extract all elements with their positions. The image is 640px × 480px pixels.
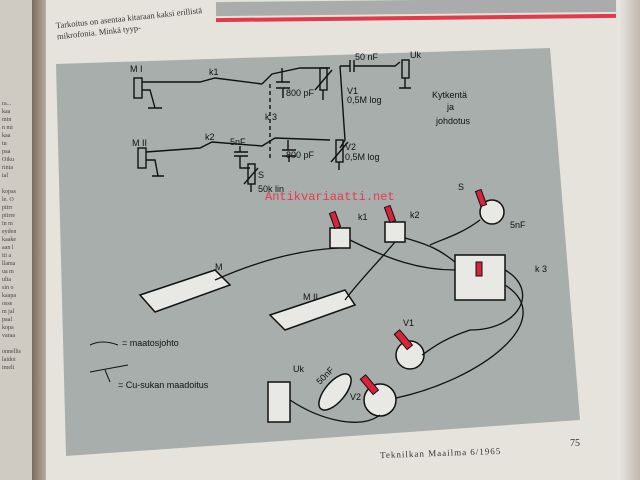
label-800pf-2: 800 pF: [286, 150, 315, 160]
pot-v1: [395, 340, 425, 370]
legend-ground-wire: = maatosjohto: [122, 338, 179, 348]
book-binding: [32, 0, 46, 480]
wiring-label-uk: Uk: [293, 364, 304, 374]
wiring-label-m2: M II: [303, 292, 318, 302]
pickup-m: [138, 269, 232, 313]
left-page-line: kopas: [2, 189, 16, 195]
left-page-line: in m: [2, 221, 13, 227]
left-page-line: Oiku: [2, 157, 14, 163]
left-page-line: m jal: [2, 309, 15, 315]
title-line-1: Kytkentä: [432, 90, 467, 100]
switch-k1: [329, 227, 351, 249]
wiring-label-m: M: [215, 262, 223, 272]
title-line-3: johdotus: [435, 116, 471, 126]
left-page-line: ua m: [2, 269, 14, 275]
left-page-line: aan l: [2, 245, 14, 251]
label-uk: Uk: [410, 50, 421, 60]
label-v2-value: 0,5M log: [345, 152, 380, 162]
label-s: S: [258, 170, 264, 180]
left-page-line: kopa: [2, 325, 14, 331]
label-k3: k 3: [265, 112, 277, 122]
jack-uk: [267, 381, 291, 423]
left-page-line: kaake: [2, 237, 16, 243]
legend-cu-ground-symbol: [89, 364, 129, 383]
wiring-label-k3: k 3: [535, 264, 547, 274]
wiring-label-v1: V1: [403, 318, 414, 328]
left-page-line: tal: [2, 173, 8, 179]
left-page-line: ulta: [2, 277, 11, 283]
capacitor-50nf: [318, 373, 352, 411]
page-edge: [618, 0, 640, 480]
pickup-m1-symbol: [133, 77, 143, 99]
left-page-line: tu: [2, 141, 7, 147]
label-m1: M I: [130, 64, 143, 74]
left-page-line: kaa: [2, 109, 11, 115]
pot-s: [479, 199, 505, 225]
left-page-line: varaa: [2, 333, 15, 339]
left-page-line: osse: [2, 301, 13, 307]
left-page-line: kaa: [2, 133, 11, 139]
left-page-line: tti a: [2, 253, 12, 259]
title-line-2: ja: [446, 102, 454, 112]
switch-k2: [384, 221, 406, 243]
wiring-label-k2: k2: [410, 210, 420, 220]
left-page-line: le. O: [2, 197, 14, 203]
left-page-line: eyden: [2, 229, 17, 235]
wiring-components: [138, 199, 506, 423]
left-page-line: paa: [2, 149, 11, 155]
pickup-m2-symbol: [137, 147, 147, 169]
label-m2: M II: [132, 138, 147, 148]
label-5nf: 5nF: [230, 137, 246, 147]
label-800pf-1: 800 pF: [286, 88, 315, 98]
legend-cu-ground: = Cu-sukan maadoitus: [118, 380, 209, 390]
schematic-labels: M I M II k1 k2 k 3 50 nF Uk 800 pF 800 p…: [130, 50, 471, 194]
left-page-line: onnellis: [2, 349, 21, 355]
knobs: [328, 188, 488, 396]
left-page-line: piirr: [2, 205, 13, 211]
wiring-label-5nf: 5nF: [510, 220, 526, 230]
legend-ground-wire-symbol: [89, 341, 119, 346]
watermark: Antikvariaatti.net: [265, 190, 395, 204]
left-page-line: piirre: [2, 213, 15, 219]
label-50nf: 50 nF: [355, 52, 379, 62]
left-page-line: kaapa: [2, 293, 16, 299]
label-v1: V1: [347, 86, 358, 96]
label-v2: V2: [345, 142, 356, 152]
left-page-line: ra...: [2, 101, 12, 107]
label-s-value: 50k lin: [258, 184, 284, 194]
wiring-label-s: S: [458, 182, 464, 192]
left-page-line: paal: [2, 317, 12, 323]
label-k2: k2: [205, 132, 215, 142]
left-page-line: sin o: [2, 285, 14, 291]
left-page-line: laidoi: [2, 357, 16, 363]
diagram-panel: [56, 48, 580, 456]
left-page-line: n mi: [2, 125, 13, 131]
left-page-line: min: [2, 117, 12, 123]
schematic: [133, 59, 411, 192]
label-k1: k1: [209, 67, 219, 77]
wires: [214, 219, 524, 423]
page-number: 75: [570, 438, 580, 449]
left-page-line: llama: [2, 261, 16, 267]
wiring-label-k1: k1: [358, 212, 368, 222]
pickup-m2: [268, 289, 357, 331]
left-page-line: rinta: [2, 165, 13, 171]
legend: = maatosjohto = Cu-sukan maadoitus: [89, 338, 209, 390]
label-v1-value: 0,5M log: [347, 95, 382, 105]
left-page-line: imeli: [2, 365, 15, 371]
wiring-label-v2: V2: [350, 392, 361, 402]
